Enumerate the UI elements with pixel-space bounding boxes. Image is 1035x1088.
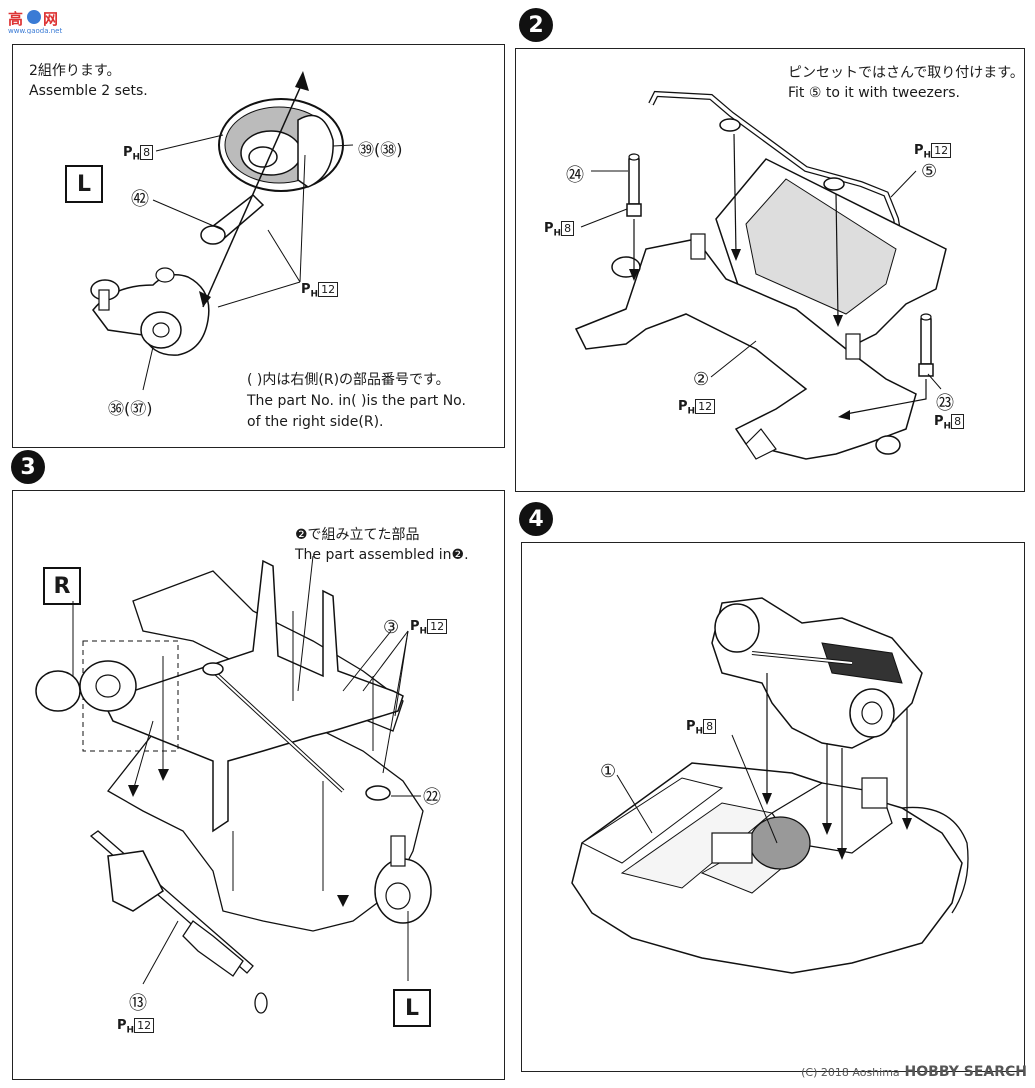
part-label-24: ㉔ [566, 165, 584, 186]
step3-number: 3 [11, 450, 45, 484]
step1-instruction-jp: 2組作ります。 [29, 63, 121, 79]
step3-instruction-en: The part assembled in❷. [295, 547, 469, 563]
step1-note-en-2: of the right side(R). [247, 414, 384, 430]
part-label-39: ㊴(㊳) [358, 140, 403, 159]
step1-instruction-en: Assemble 2 sets. [29, 83, 148, 99]
side-left-marker: L [65, 165, 103, 203]
step1-diagram [90, 71, 354, 391]
copyright-text: (C) 2018 Aoshima [801, 1066, 900, 1079]
watermark-brand: HOBBY SEARCH [904, 1064, 1027, 1080]
part-label-13: ⑬ [129, 993, 147, 1014]
step3-instruction-jp: ❷で組み立てた部品 [295, 527, 420, 543]
step3-panel: ❷で組み立てた部品 The part assembled in❷. R L [12, 490, 505, 1080]
step3-diagram [35, 555, 432, 1014]
side-left-marker: L [393, 989, 431, 1027]
part-label-2: ② [693, 369, 710, 390]
step2-panel: ピンセットではさんで取り付けます。 Fit ⑤ to it with tweez… [515, 48, 1025, 492]
svg-text:www.gaoda.net: www.gaoda.net [8, 27, 62, 34]
step2-diagram [574, 90, 947, 460]
step1-note-en-1: The part No. in( )is the part No. [247, 393, 466, 409]
site-logo-graphic: 高 网 www.gaoda.net [8, 10, 62, 34]
svg-text:网: 网 [43, 10, 58, 28]
step4-number: 4 [519, 502, 553, 536]
part-label-3: ③ [383, 617, 400, 638]
step2-instruction-jp: ピンセットではさんで取り付けます。 [788, 65, 1024, 81]
footer: (C) 2018 Aoshima HOBBY SEARCH [801, 1064, 1027, 1080]
part-label-42: ㊷ [131, 189, 149, 210]
part-label-22: ㉒ [423, 787, 441, 808]
site-logo: 高 网 www.gaoda.net [6, 8, 68, 34]
step1-note-jp: ( )内は右側(R)の部品番号です。 [247, 372, 450, 388]
part-label-23: ㉓ [936, 393, 954, 414]
part-label-36: ㊱(㊲) [108, 399, 153, 418]
part-label-5: ⑤ [921, 161, 938, 182]
part-label-1: ① [600, 761, 617, 782]
step2-instruction-en: Fit ⑤ to it with tweezers. [788, 85, 960, 101]
step4-diagram [571, 597, 969, 974]
step2-number: 2 [519, 8, 553, 42]
svg-text:高: 高 [8, 10, 23, 28]
side-right-marker: R [43, 567, 81, 605]
